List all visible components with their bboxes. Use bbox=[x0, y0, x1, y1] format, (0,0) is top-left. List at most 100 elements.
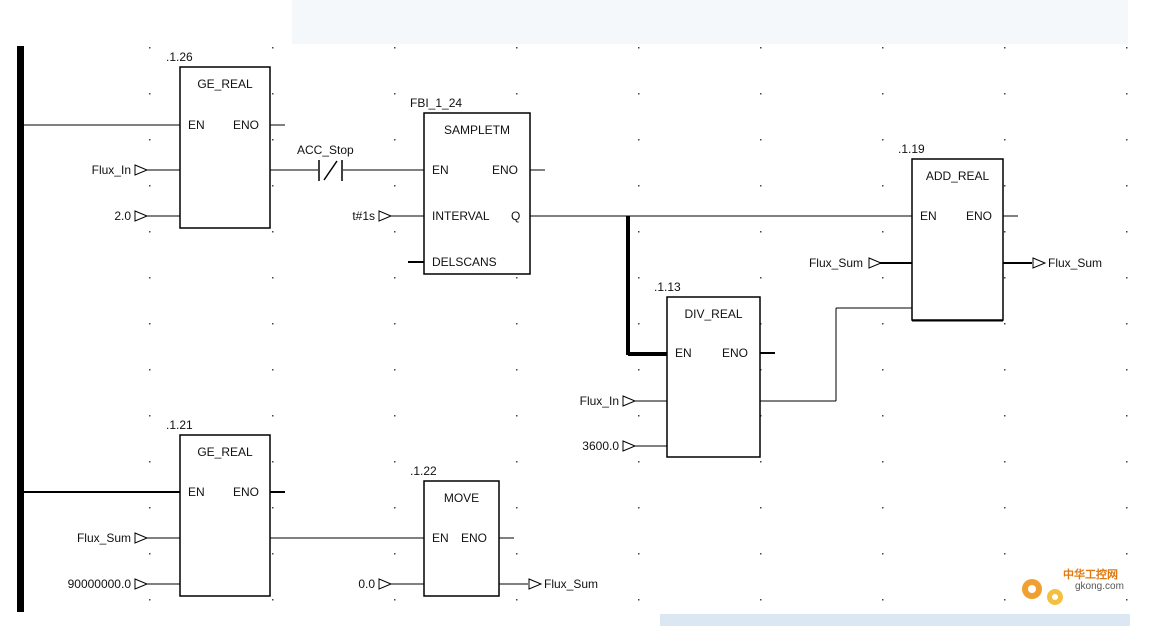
grid-dot bbox=[1004, 553, 1006, 555]
div-input-flux-in[interactable]: Flux_In bbox=[579, 394, 619, 408]
add-input-flux-sum[interactable]: Flux_Sum bbox=[808, 256, 863, 270]
grid-dot bbox=[1126, 139, 1128, 141]
sampletm-input-interval[interactable]: t#1s bbox=[352, 209, 375, 223]
grid-dot bbox=[1126, 93, 1128, 95]
grid-dot bbox=[638, 139, 640, 141]
acc-stop-label: ACC_Stop bbox=[297, 143, 354, 157]
sampletm-q-pin: Q bbox=[511, 209, 521, 223]
grid-dot bbox=[149, 277, 151, 279]
ge1-input-flux-in[interactable]: Flux_In bbox=[91, 163, 131, 177]
grid-dot bbox=[394, 415, 396, 417]
div-branch-wire bbox=[626, 216, 667, 356]
grid-dot bbox=[1004, 461, 1006, 463]
grid-dot bbox=[638, 415, 640, 417]
grid-dot bbox=[149, 323, 151, 325]
grid-dot bbox=[1004, 231, 1006, 233]
left-power-rail bbox=[17, 46, 24, 612]
block-div-real[interactable] bbox=[666, 296, 761, 458]
bottom-band bbox=[660, 614, 1130, 626]
grid-dot bbox=[149, 553, 151, 555]
watermark: 中华工控网 gkong.com bbox=[1011, 564, 1141, 604]
grid-dot bbox=[394, 369, 396, 371]
sampletm-eno-pin: ENO bbox=[492, 163, 519, 177]
add-output-flux-sum[interactable]: Flux_Sum bbox=[1048, 256, 1103, 270]
grid-dot bbox=[882, 185, 884, 187]
grid-dot bbox=[882, 47, 884, 49]
grid-dot bbox=[638, 277, 640, 279]
ge2-input-90000000[interactable]: 90000000.0 bbox=[67, 577, 131, 591]
grid-dot bbox=[149, 47, 151, 49]
sampletm-en-pin: EN bbox=[432, 163, 449, 177]
grid-dot bbox=[516, 323, 518, 325]
grid-dot bbox=[760, 461, 762, 463]
grid-dot bbox=[1004, 47, 1006, 49]
sampletm-interval-pin: INTERVAL bbox=[432, 209, 490, 223]
grid-dot bbox=[882, 93, 884, 95]
grid-dot bbox=[638, 323, 640, 325]
add-title: ADD_REAL bbox=[925, 169, 990, 183]
grid-dot bbox=[882, 277, 884, 279]
block-add-real[interactable] bbox=[911, 158, 1004, 321]
move-en-pin: EN bbox=[432, 531, 449, 545]
grid-dot bbox=[1004, 415, 1006, 417]
grid-dot bbox=[760, 93, 762, 95]
grid-dot bbox=[149, 139, 151, 141]
grid-dot bbox=[638, 553, 640, 555]
add-eno-pin: ENO bbox=[966, 209, 993, 223]
grid-dot bbox=[638, 599, 640, 601]
watermark-site: gkong.com bbox=[1075, 581, 1124, 592]
grid-dot bbox=[394, 93, 396, 95]
grid-dot bbox=[760, 507, 762, 509]
grid-dot bbox=[272, 323, 274, 325]
grid-dot bbox=[149, 507, 151, 509]
ge2-input-flux-sum[interactable]: Flux_Sum bbox=[76, 531, 131, 545]
ge2-en-pin: EN bbox=[188, 485, 205, 499]
grid-dot bbox=[1126, 507, 1128, 509]
move-input-0-0[interactable]: 0.0 bbox=[358, 577, 375, 591]
grid-dot bbox=[882, 139, 884, 141]
block-ge-real-2[interactable] bbox=[179, 434, 271, 597]
grid-dot bbox=[1004, 369, 1006, 371]
grid-dot bbox=[760, 277, 762, 279]
grid-dot bbox=[882, 415, 884, 417]
sampletm-delscans-pin: DELSCANS bbox=[432, 255, 497, 269]
grid-dot bbox=[882, 553, 884, 555]
grid-dot bbox=[882, 369, 884, 371]
grid-dot bbox=[882, 461, 884, 463]
grid-dot bbox=[272, 461, 274, 463]
grid-dot bbox=[1004, 93, 1006, 95]
grid-dot bbox=[1126, 599, 1128, 601]
grid-dot bbox=[272, 47, 274, 49]
grid-dot bbox=[1126, 231, 1128, 233]
grid-dot bbox=[638, 507, 640, 509]
move-output-flux-sum[interactable]: Flux_Sum bbox=[544, 577, 599, 591]
ge1-en-pin: EN bbox=[188, 118, 205, 132]
ge1-input-2-0[interactable]: 2.0 bbox=[114, 209, 131, 223]
add-en-pin: EN bbox=[920, 209, 937, 223]
grid-dot bbox=[394, 323, 396, 325]
grid-dot bbox=[882, 323, 884, 325]
move-title: MOVE bbox=[443, 491, 480, 505]
grid-dot bbox=[1126, 47, 1128, 49]
grid-dot bbox=[1004, 139, 1006, 141]
grid-dot bbox=[272, 369, 274, 371]
grid-dot bbox=[394, 461, 396, 463]
grid-dot bbox=[638, 47, 640, 49]
acc-stop-contact[interactable] bbox=[318, 160, 343, 181]
grid-dot bbox=[1126, 415, 1128, 417]
grid-dot bbox=[394, 139, 396, 141]
grid-dot bbox=[149, 415, 151, 417]
sampletm-ref: FBI_1_24 bbox=[410, 96, 463, 110]
grid-dot bbox=[272, 277, 274, 279]
block-sampletm[interactable] bbox=[423, 112, 531, 275]
grid-dot bbox=[760, 599, 762, 601]
rung-2-wires bbox=[24, 491, 528, 585]
grid-dot bbox=[272, 185, 274, 187]
grid-dot bbox=[149, 93, 151, 95]
block-move[interactable] bbox=[423, 480, 500, 597]
grid-dot bbox=[760, 553, 762, 555]
grid-dot bbox=[272, 231, 274, 233]
block-ge-real-1[interactable] bbox=[179, 66, 271, 229]
grid-dot bbox=[272, 553, 274, 555]
div-input-3600[interactable]: 3600.0 bbox=[582, 439, 619, 453]
